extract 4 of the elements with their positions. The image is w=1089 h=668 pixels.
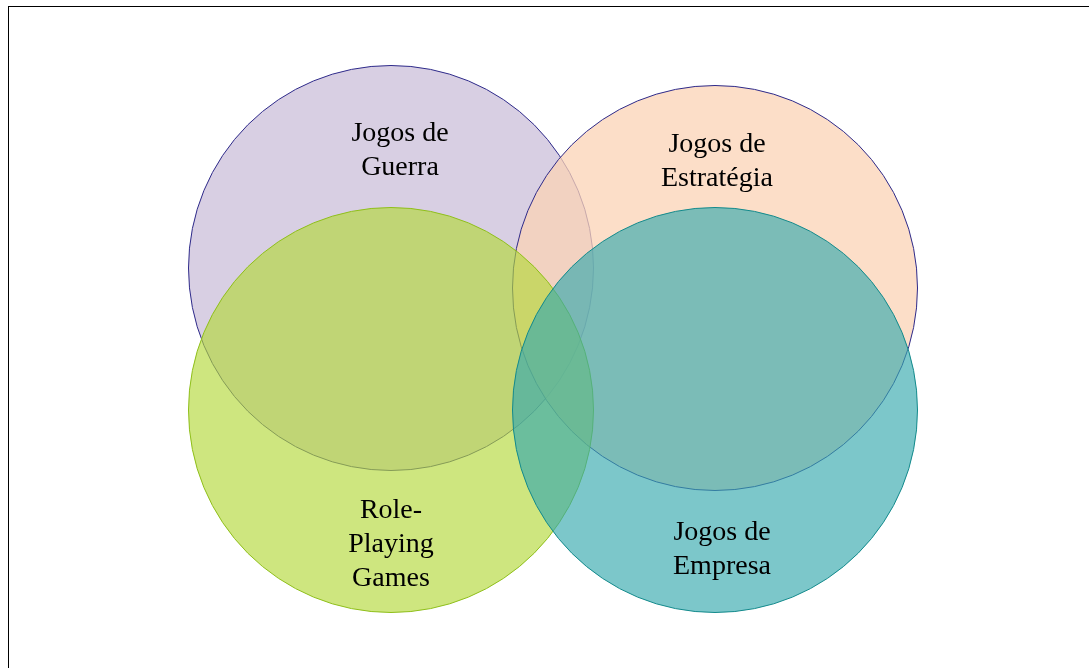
circle-label: Jogos de Estratégia <box>660 126 774 194</box>
circle-label: Jogos de Empresa <box>672 514 772 582</box>
circle-label: Role-Playing Games <box>347 492 435 594</box>
circle-label: Jogos de Guerra <box>350 115 450 183</box>
